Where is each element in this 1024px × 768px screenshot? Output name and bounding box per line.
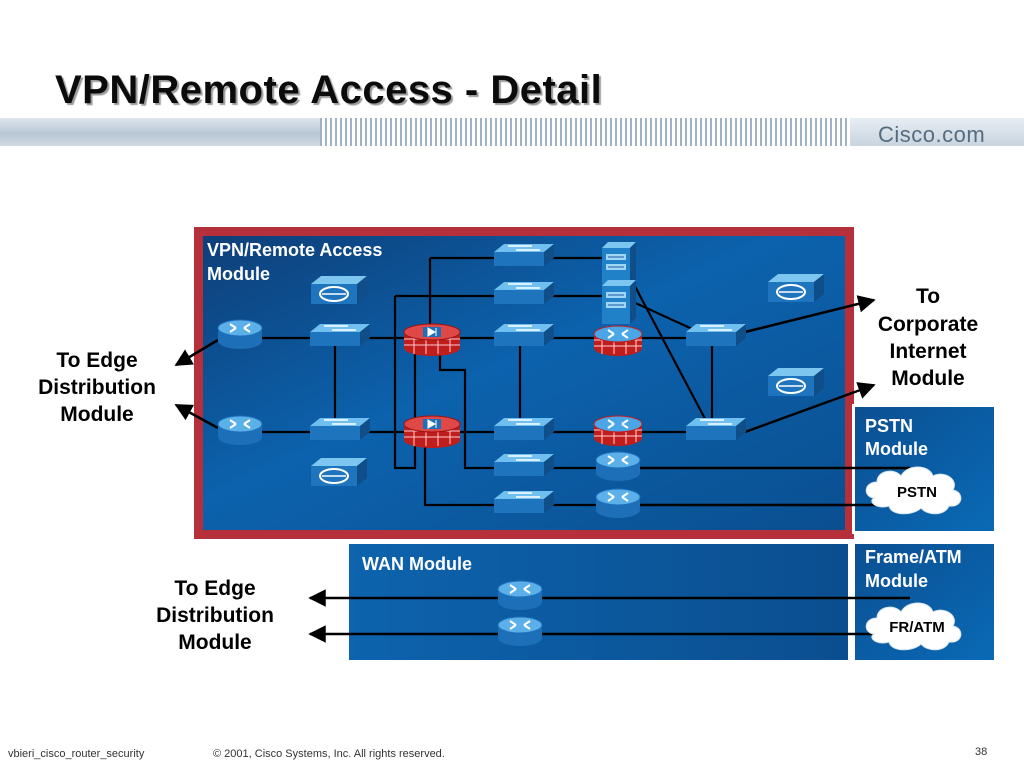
switch-icon xyxy=(493,243,555,267)
arrow-to-corporate-top xyxy=(744,295,876,334)
router-icon xyxy=(595,488,641,519)
vpn-module-title-line2: Module xyxy=(207,264,270,284)
page-number: 38 xyxy=(975,746,988,758)
switch-icon xyxy=(493,323,555,347)
router-icon xyxy=(595,451,641,482)
frame-atm-module-title-line2: Module xyxy=(865,571,928,591)
cisco-logo: Cisco.com xyxy=(878,122,986,147)
vpn-concentrator-icon xyxy=(310,457,368,487)
footer-copyright: © 2001, Cisco Systems, Inc. All rights r… xyxy=(213,748,445,760)
router-icon xyxy=(217,319,263,350)
svg-text:Module: Module xyxy=(178,631,252,654)
firewall-icon xyxy=(593,325,643,357)
router-icon xyxy=(497,580,543,611)
arrow-to-edge-top xyxy=(174,338,219,367)
svg-text:Corporate: Corporate xyxy=(878,313,978,336)
pstn-cloud-label: PSTN xyxy=(897,484,937,501)
wan-module xyxy=(349,544,848,660)
pstn-module-title-line1: PSTN xyxy=(865,416,913,436)
pstn-module-title-line2: Module xyxy=(865,439,928,459)
svg-text:Internet: Internet xyxy=(889,340,966,363)
firewall-icon xyxy=(593,415,643,447)
frame-atm-module-title-line1: Frame/ATM xyxy=(865,547,962,567)
switch-icon xyxy=(493,281,555,305)
fr-atm-cloud-label: FR/ATM xyxy=(889,619,945,636)
vpn-concentrator-icon xyxy=(767,367,825,397)
pix-firewall-icon xyxy=(403,415,461,449)
vpn-concentrator-icon xyxy=(310,275,368,305)
arrow-to-edge-bottom xyxy=(174,403,219,430)
vpn-concentrator-icon xyxy=(767,273,825,303)
svg-text:Distribution: Distribution xyxy=(156,604,274,627)
edge-distribution-label-bottom: To Edge Distribution Module xyxy=(156,577,274,654)
switch-icon xyxy=(493,453,555,477)
server-icon xyxy=(601,241,637,287)
svg-text:To Edge: To Edge xyxy=(56,349,137,372)
svg-text:Module: Module xyxy=(60,403,134,426)
server-icon xyxy=(601,279,637,325)
switch-icon xyxy=(309,323,371,347)
switch-icon xyxy=(493,417,555,441)
slide-title: VPN/Remote Access - Detail xyxy=(55,68,603,112)
switch-icon xyxy=(493,490,555,514)
switch-icon xyxy=(309,417,371,441)
corporate-internet-label: To Corporate Internet Module xyxy=(878,285,978,390)
header-banner xyxy=(0,118,1024,146)
vpn-remote-access-module xyxy=(203,236,845,530)
svg-text:Module: Module xyxy=(891,367,965,390)
svg-text:To Edge: To Edge xyxy=(174,577,255,600)
vpn-module-title-line1: VPN/Remote Access xyxy=(207,240,382,260)
switch-icon xyxy=(685,417,747,441)
wan-module-title: WAN Module xyxy=(362,554,472,574)
footer-course-id: vbieri_cisco_router_security xyxy=(8,748,145,760)
svg-text:To: To xyxy=(916,285,940,308)
arrow-to-corporate-bottom xyxy=(744,382,876,434)
edge-distribution-label-top: To Edge Distribution Module xyxy=(38,349,156,426)
pix-firewall-icon xyxy=(403,323,461,357)
switch-icon xyxy=(685,323,747,347)
router-icon xyxy=(497,616,543,647)
router-icon xyxy=(217,415,263,446)
svg-text:Distribution: Distribution xyxy=(38,376,156,399)
